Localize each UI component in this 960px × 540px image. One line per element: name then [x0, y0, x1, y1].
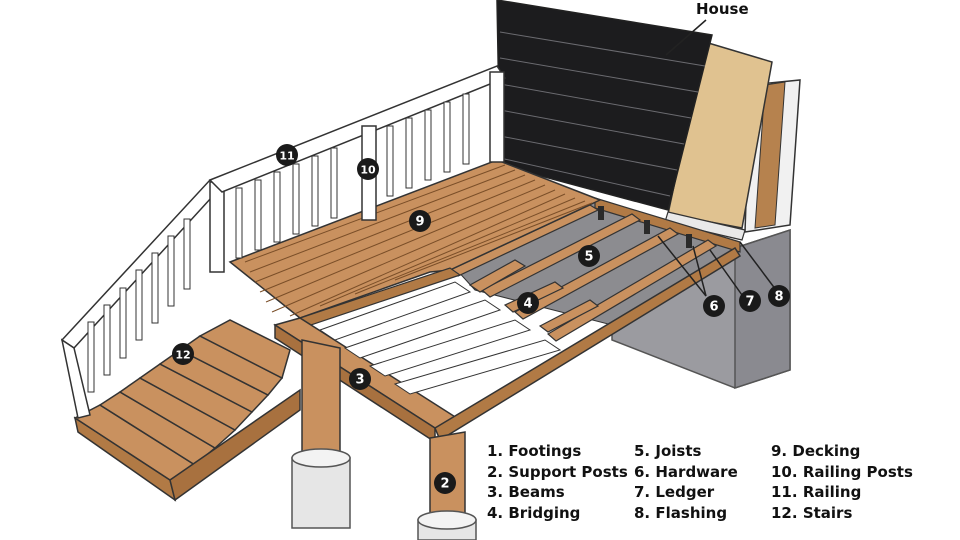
svg-text:8: 8: [774, 290, 783, 305]
house-pointer-line: [665, 19, 707, 56]
legend-item-hardware: 6. Hardware: [634, 462, 738, 481]
legend-item-beams: 3. Beams: [487, 483, 565, 501]
callout-badge-bridging: 4: [517, 292, 539, 314]
upper-balusters: [235, 93, 470, 259]
legend-item-joists: 5. Joists: [634, 442, 702, 460]
callout-badge-joists: 5: [578, 245, 600, 267]
legend-item-ledger: 7. Ledger: [634, 483, 715, 501]
svg-text:9: 9: [415, 215, 424, 230]
legend-item-railing: 11. Railing: [771, 483, 862, 501]
ledger-board: [594, 197, 741, 253]
stairs: [73, 319, 301, 502]
callout-badge-stairs: 12: [172, 343, 194, 365]
svg-text:2: 2: [440, 477, 449, 492]
callout-badge-beams: 3: [349, 368, 371, 390]
svg-text:6: 6: [709, 300, 718, 315]
siding-lines: [499, 31, 706, 197]
svg-text:4: 4: [523, 297, 532, 312]
callout-badge-flashing: 8: [768, 285, 790, 307]
legend-column-1: 1. Footings 2. Support Posts 3. Beams 4.…: [487, 441, 628, 523]
house-label: House: [696, 0, 749, 18]
callout-pointers: [657, 235, 777, 297]
callout-badge-decking: 9: [409, 210, 431, 232]
legend-item-stairs: 12. Stairs: [771, 503, 853, 522]
footing-right: [417, 510, 477, 540]
svg-text:3: 3: [355, 373, 364, 388]
legend-column-2: 5. Joists 6. Hardware 7. Ledger 8. Flash…: [634, 441, 738, 523]
joists: [448, 204, 718, 342]
foundation-wall-side: [734, 228, 791, 390]
legend-item-decking: 9. Decking: [771, 442, 861, 460]
callout-badge-hardware: 6: [703, 295, 725, 317]
svg-text:11: 11: [279, 150, 294, 163]
callout-badge-railing-posts: 10: [357, 158, 379, 180]
legend-item-railing-posts: 10. Railing Posts: [771, 462, 913, 481]
footing-left: [291, 448, 351, 529]
flashing-strip: [664, 211, 746, 241]
legend-item-support-posts: 2. Support Posts: [487, 462, 628, 481]
legend-column-3: 9. Decking 10. Railing Posts 11. Railing…: [771, 441, 913, 523]
legend-item-footings: 1. Footings: [487, 442, 582, 460]
svg-text:7: 7: [745, 295, 754, 310]
svg-text:12: 12: [175, 349, 190, 362]
stair-balusters: [87, 218, 191, 393]
house-frame: [754, 81, 786, 229]
legend-item-bridging: 4. Bridging: [487, 503, 581, 522]
callout-badge-railing: 11: [276, 144, 298, 166]
callout-badges: 3 2 4 5 6 7 8 9 10 11 12: [172, 144, 790, 494]
joist-hangers: [598, 206, 692, 248]
joist-bay-gaps: [318, 281, 562, 395]
legend-item-flashing: 8. Flashing: [634, 503, 728, 522]
svg-text:5: 5: [584, 250, 593, 265]
callout-badge-ledger: 7: [739, 290, 761, 312]
svg-text:10: 10: [360, 164, 376, 177]
callout-badge-support-posts: 2: [434, 472, 456, 494]
